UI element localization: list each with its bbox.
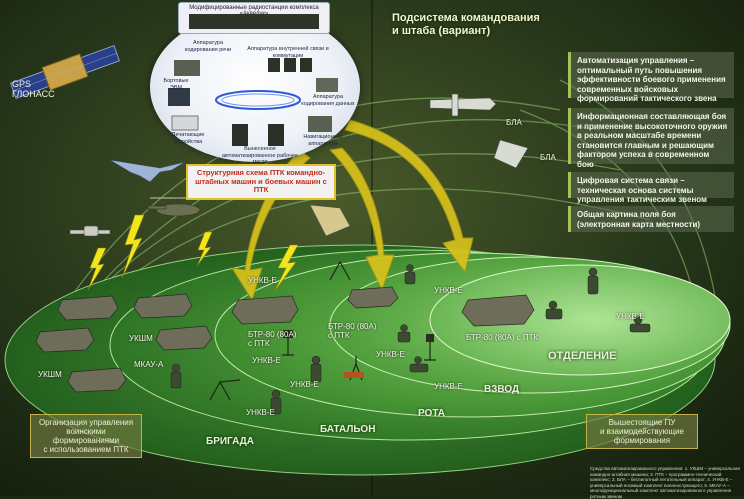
- aqueduct-radios: Модифицированные радиостанции комплекса …: [178, 2, 330, 34]
- label-ukshm-2: УКШМ: [38, 370, 62, 379]
- label-btr-company: БТР-80 (80А) с ПТК: [328, 322, 377, 340]
- label-unkv-6: УНКВ-Е: [376, 350, 405, 359]
- info-panel-digital-comms: Цифровая система связи – техническая осн…: [568, 172, 734, 204]
- label-ukshm: УКШМ: [129, 334, 153, 343]
- info-panel-battlefield-map: Общая картина поля боя (электронная карт…: [568, 206, 734, 232]
- complex-item-3: Аппаратура кодирования данных: [301, 94, 355, 107]
- label-btr-squad: БТР-80 (80А) с ПТК: [466, 333, 539, 342]
- ptk-structure-cloud: Аппаратура кодирования речи Аппаратура в…: [150, 12, 360, 165]
- complex-item-4: Печатающие устройства: [171, 132, 205, 145]
- complex-item-5: Вынесенное автоматизированное рабочее ме…: [221, 146, 299, 165]
- bottom-left-note: Организация управления воинскими формиро…: [30, 414, 142, 458]
- level-brigade: БРИГАДА: [206, 436, 255, 447]
- info-panel-information: Информационная составляющая боя и примен…: [568, 108, 734, 169]
- complex-item-6: Навигационная аппаратура: [303, 134, 343, 147]
- complex-item-2: Бортовые ЭВМ: [163, 78, 189, 91]
- network-ring: [168, 58, 338, 146]
- level-battalion: БАТАЛЬОН: [320, 424, 376, 435]
- ptk-caption: Структурная схема ПТК командно-штабных м…: [186, 164, 336, 200]
- complex-item-1: Аппаратура внутренней связи и коммутации: [247, 46, 329, 59]
- gps-label: GPS ГЛОНАСС: [12, 79, 55, 99]
- level-squad: ОТДЕЛЕНИЕ: [548, 350, 617, 362]
- bottom-right-note: Вышестоящие ПУ и взаимодействующие форми…: [586, 414, 698, 449]
- label-unkv-4: УНКВ-Е: [246, 408, 275, 417]
- level-platoon: ВЗВОД: [484, 384, 520, 395]
- satellite: [10, 45, 120, 99]
- label-unkv-7: УНКВ-Е: [434, 382, 463, 391]
- label-mkau: МКАУ-А: [134, 360, 164, 369]
- uav-label-1: БЛА: [506, 118, 522, 127]
- label-unkv-2: УНКВ-Е: [252, 356, 281, 365]
- label-unkv-5: УНКВ-Е: [434, 286, 463, 295]
- footnote: Средства автоматизированного управления:…: [590, 466, 740, 499]
- page-title: Подсистема командования и штаба (вариант…: [392, 12, 540, 37]
- label-unkv-1: УНКВ-Е: [248, 276, 277, 285]
- label-unkv-8: УНКВ-Е: [616, 312, 645, 321]
- radio-units-image: [189, 14, 319, 29]
- label-btr-battalion: БТР-80 (80А) с ПТК: [248, 330, 297, 348]
- uav-label-2: БЛА: [540, 153, 556, 162]
- level-company: РОТА: [418, 408, 446, 419]
- complex-item-0: Аппаратура кодирования речи: [184, 40, 232, 53]
- label-unkv-3: УНКВ-Е: [290, 380, 319, 389]
- info-panel-automation: Автоматизация управления – оптимальный п…: [568, 52, 734, 103]
